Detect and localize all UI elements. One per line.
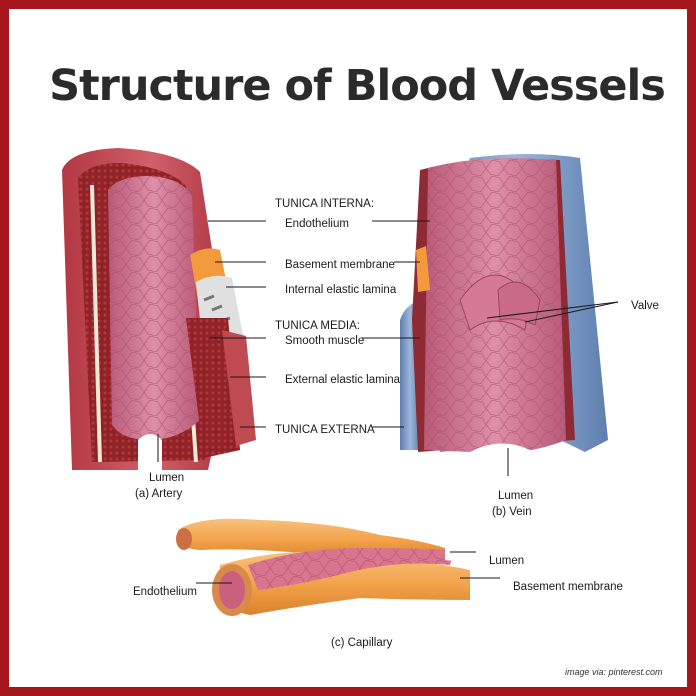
leader-lines	[157, 220, 619, 584]
vessel-illustration	[62, 148, 619, 616]
capillary-illustration	[176, 518, 470, 616]
label-capillary-basement-membrane: Basement membrane	[513, 581, 623, 593]
label-tunica-interna: TUNICA INTERNA:	[275, 198, 375, 210]
label-smooth-muscle: Smooth muscle	[285, 335, 365, 347]
artery-outer-wall	[222, 330, 256, 446]
caption-capillary: (c) Capillary	[331, 637, 393, 649]
label-capillary-lumen: Lumen	[489, 555, 525, 567]
label-valve: Valve	[631, 300, 659, 312]
page-title: Structure of Blood Vessels	[49, 61, 666, 111]
capillary-lumen-opening	[219, 571, 245, 609]
label-capillary-endothelium: Endothelium	[133, 586, 197, 598]
artery-endothelium-cells	[108, 176, 200, 440]
vein-valve-flap	[497, 281, 541, 326]
caption-artery: (a) Artery	[135, 488, 183, 500]
caption-vein: (b) Vein	[492, 506, 532, 518]
capillary-upper-opening	[176, 528, 192, 550]
capillary-lumen-end	[445, 548, 462, 561]
label-artery-lumen: Lumen	[149, 472, 185, 484]
leader-valve-1	[486, 301, 619, 319]
label-vein-lumen: Lumen	[498, 490, 534, 502]
image-credit: image via: pinterest.com	[565, 667, 663, 677]
label-internal-elastic-lamina: Internal elastic lamina	[285, 284, 397, 296]
vein-illustration	[400, 154, 608, 470]
label-basement-membrane: Basement membrane	[285, 259, 395, 271]
label-external-elastic-lamina: External elastic lamina	[285, 374, 401, 386]
label-endothelium: Endothelium	[285, 218, 349, 230]
label-tunica-media: TUNICA MEDIA:	[275, 320, 360, 332]
artery-illustration	[62, 148, 256, 470]
label-tunica-externa: TUNICA EXTERNA	[275, 424, 375, 436]
vein-basement-membrane	[416, 246, 430, 292]
vein-lumen-opening	[470, 443, 530, 470]
capillary-endothelium-cells	[248, 548, 455, 590]
artery-lumen-opening	[138, 434, 162, 470]
leader-valve-2	[524, 301, 619, 323]
artery-elastic-lamina	[90, 184, 102, 463]
